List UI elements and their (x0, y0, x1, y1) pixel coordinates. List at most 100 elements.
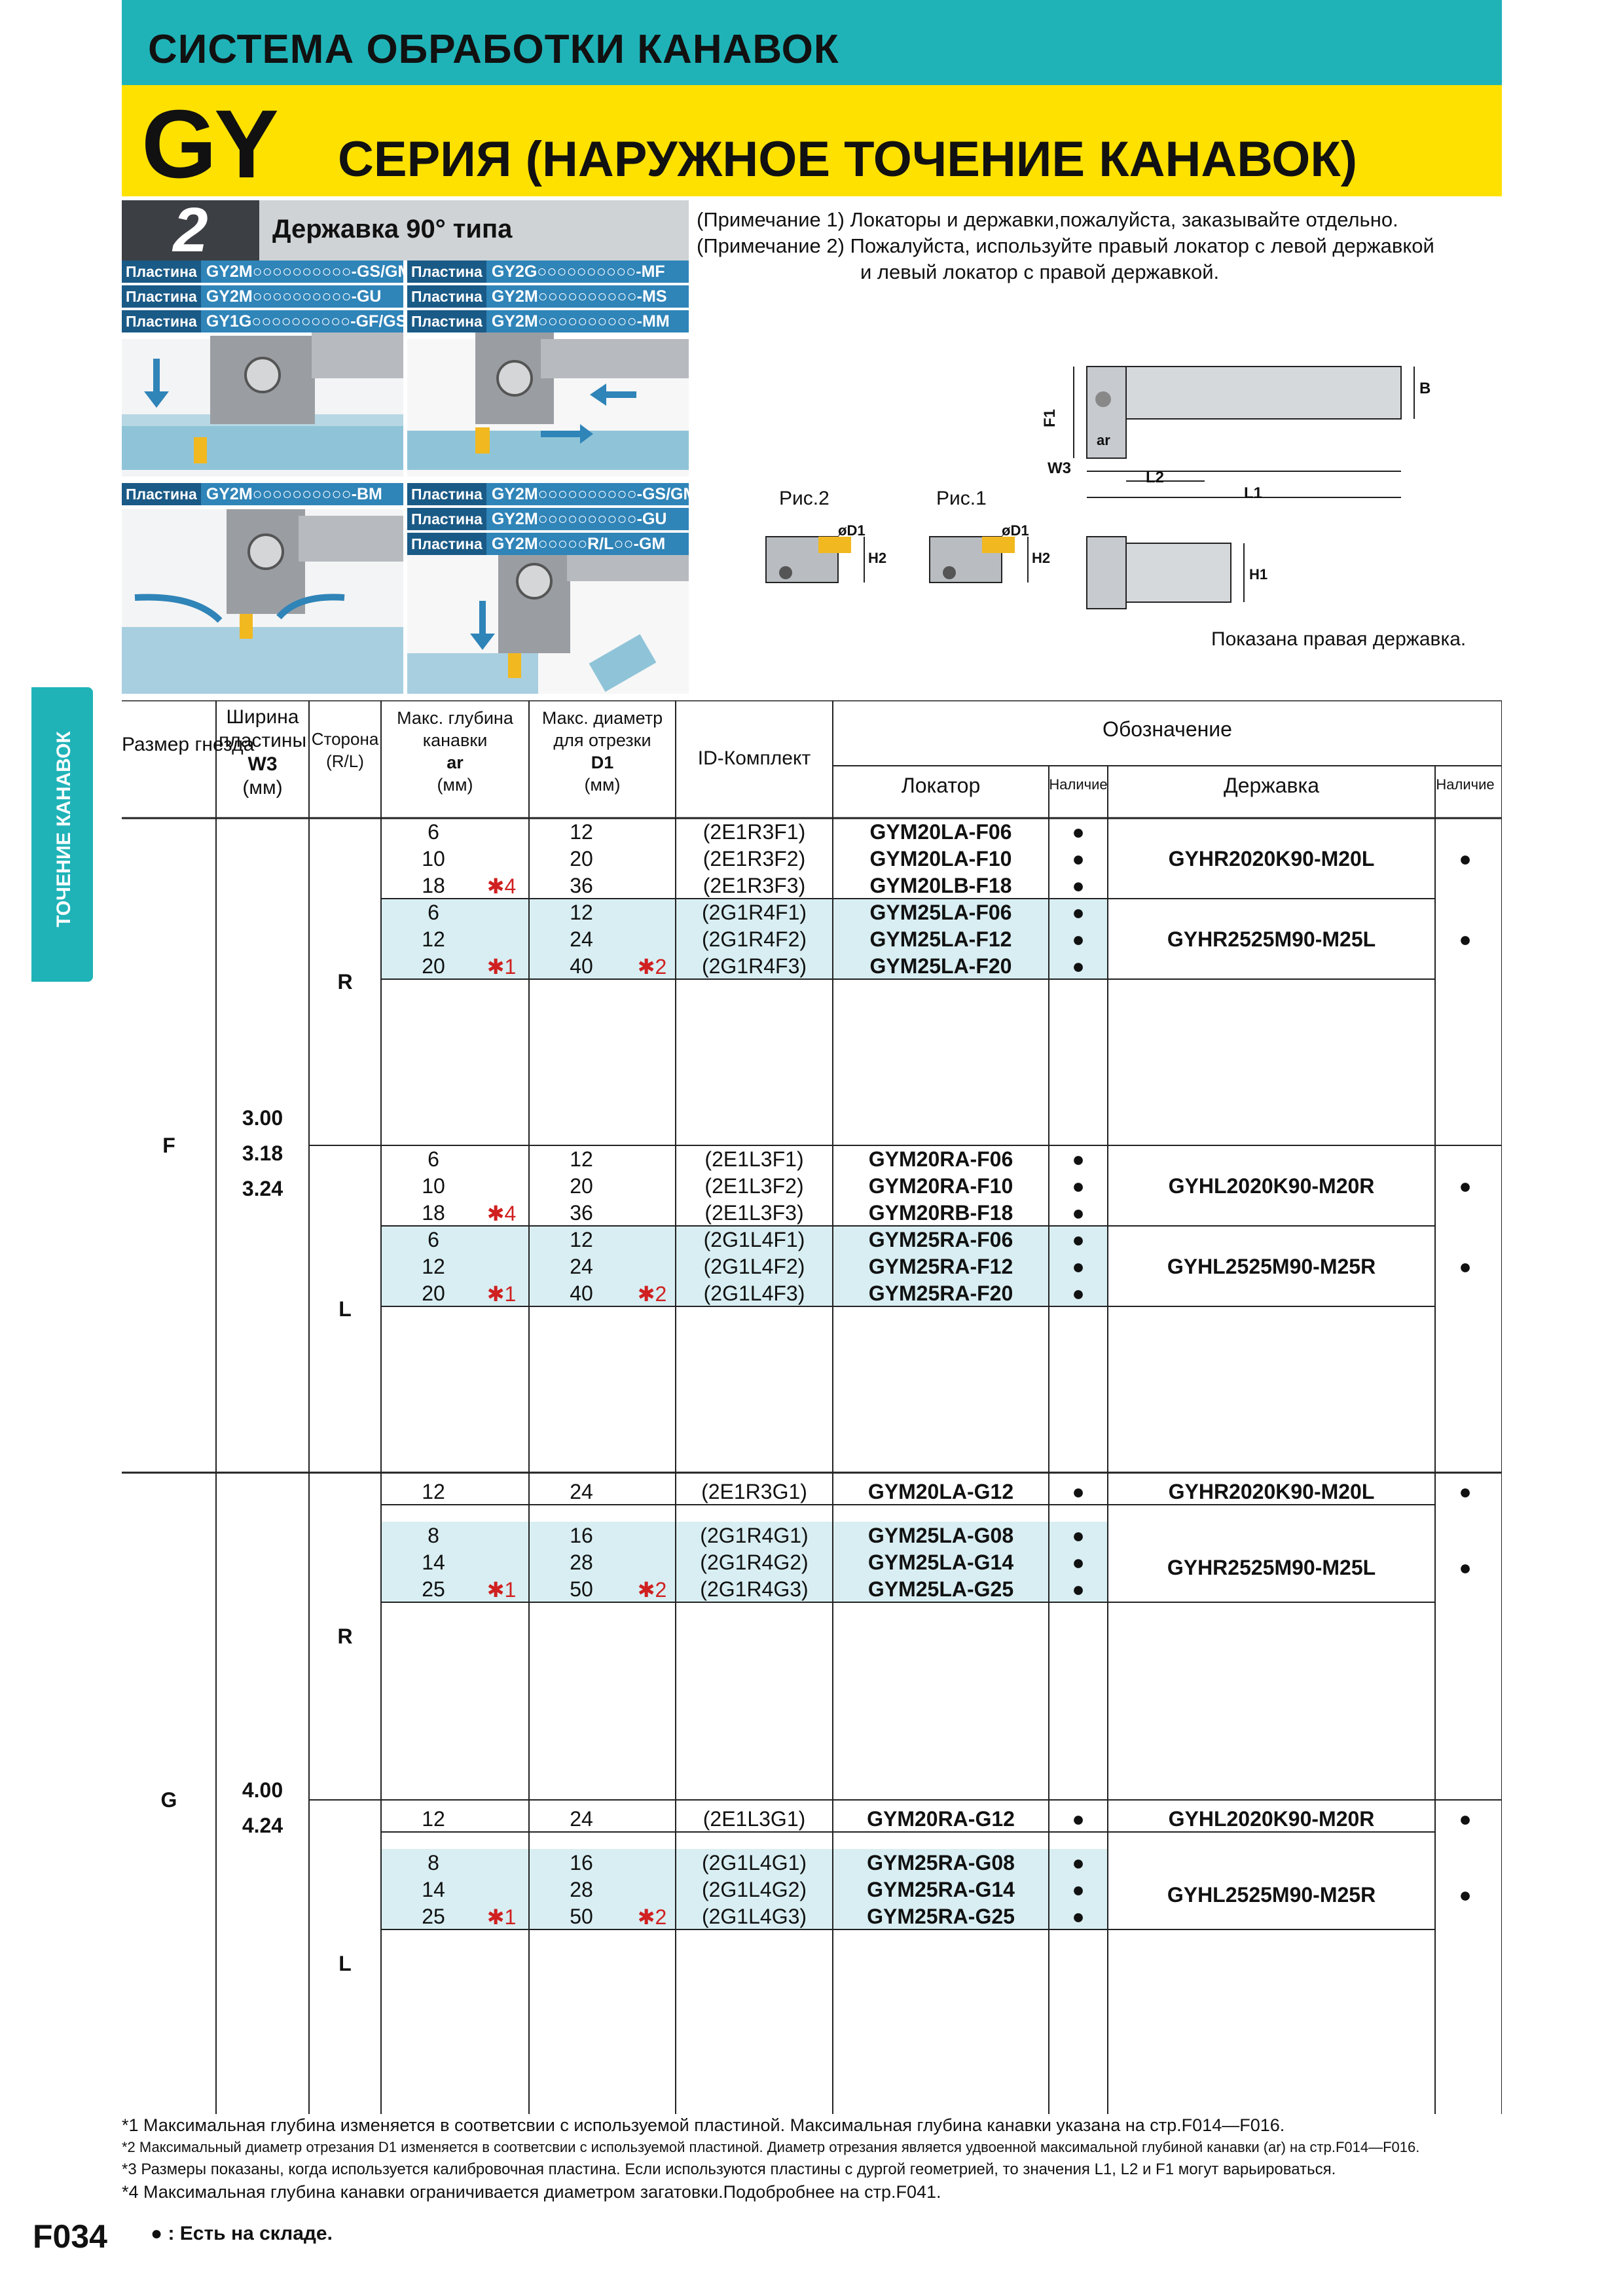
diam-value: 24 (570, 1255, 593, 1278)
dimension-drawing-art (765, 366, 1415, 609)
diam-value: 12 (570, 901, 593, 924)
table-grid (122, 700, 1502, 2114)
size-G: G (160, 1788, 177, 1812)
locator-stock-dot: ● (1072, 874, 1085, 897)
diam-value: 36 (570, 874, 593, 897)
footnote-3: *3 Размеры показаны, когда используется … (122, 2161, 1336, 2178)
locator-code: GYM20LB-F18 (869, 874, 1012, 897)
locator-stock-dot: ● (1072, 1282, 1085, 1305)
locator-stock-dot: ● (1072, 1147, 1085, 1171)
kit-code: (2G1R4F1) (701, 901, 807, 924)
depth-value: 10 (422, 847, 445, 870)
depth-value: 25 (422, 1905, 445, 1928)
footnote-4: *4 Максимальная глубина канавки ограничи… (122, 2182, 941, 2202)
side-L: L (338, 1297, 352, 1321)
kit-code: (2E1R3F1) (702, 820, 806, 844)
diam-value: 20 (570, 847, 593, 870)
kit-code: (2E1R3G1) (701, 1480, 807, 1503)
locator-code: GYM20RB-F18 (868, 1201, 1013, 1225)
dim-h2-fig1: H2 (1032, 550, 1051, 566)
depth-value: 18 (422, 874, 445, 897)
dimension-drawings: F1 B ar W3 L2 L1 øD1 H2 øD1 H2 H1 Рис.2 … (720, 340, 1506, 668)
side-tab: ТОЧЕНИЕ КАНАВОК (31, 687, 93, 982)
depth-value: 6 (428, 1228, 439, 1251)
locator-stock-dot: ● (1072, 1577, 1085, 1601)
locator-stock-dot: ● (1072, 1878, 1085, 1901)
kit-code: (2E1L3F1) (704, 1147, 804, 1171)
holder-code: GYHL2525M90-M25R (1167, 1882, 1376, 1907)
depth-value: 8 (428, 1851, 439, 1874)
stock-legend: ● : Есть на складе. (151, 2223, 333, 2244)
depth-value: 25 (422, 1577, 445, 1601)
locator-stock-dot: ● (1072, 847, 1085, 870)
depth-note: ✱4 (486, 1202, 517, 1225)
depth-note: ✱1 (486, 955, 517, 978)
locator-stock-dot: ● (1072, 1255, 1085, 1278)
locator-stock-dot: ● (1072, 1551, 1085, 1574)
width-value: 4.00 (242, 1778, 283, 1802)
notes: (Примечание 1) Локаторы и державки,пожал… (697, 207, 1508, 285)
locator-code: GYM20LA-F06 (869, 820, 1012, 844)
locator-stock-dot: ● (1072, 901, 1085, 924)
holder-stock-dot: ● (1459, 927, 1472, 951)
holder-stock-dot: ● (1459, 1254, 1472, 1278)
dim-f1: F1 (1041, 408, 1059, 428)
depth-note: ✱1 (486, 1905, 517, 1929)
depth-value: 8 (428, 1524, 439, 1547)
locator-stock-dot: ● (1072, 1480, 1085, 1503)
col-designation: Обозначение (1103, 717, 1232, 741)
holder-stock-dot: ● (1459, 1174, 1472, 1198)
side-R: R (337, 1624, 353, 1648)
col-size: Размер гнезда (122, 734, 255, 755)
dim-l1: L1 (1244, 484, 1263, 502)
locator-stock-dot: ● (1072, 1201, 1085, 1225)
locator-code: GYM25LA-G25 (867, 1577, 1014, 1601)
side-L: L (338, 1952, 352, 1975)
col-avail: Наличие (1049, 776, 1108, 793)
depth-value: 18 (422, 1201, 445, 1225)
diam-value: 16 (570, 1851, 593, 1874)
locator-stock-dot: ● (1072, 927, 1085, 951)
diam-value: 12 (570, 1228, 593, 1251)
locator-code: GYM25LA-G14 (867, 1551, 1014, 1574)
kit-code: (2G1L4F1) (703, 1228, 805, 1251)
page-number: F034 (33, 2218, 107, 2255)
fig1-label: Рис.1 (936, 488, 987, 509)
header-title: СИСТЕМА ОБРАБОТКИ КАНАВОК (148, 27, 839, 72)
header-title-bar: СИСТЕМА ОБРАБОТКИ КАНАВОК (122, 0, 1502, 85)
figure-caption: Показана правая державка. (1211, 628, 1467, 650)
kit-code: (2G1R4G3) (700, 1577, 809, 1601)
diam-value: 36 (570, 1201, 593, 1225)
locator-stock-dot: ● (1072, 1905, 1085, 1928)
width-value: 3.18 (242, 1141, 283, 1165)
footnote-2: *2 Максимальный диаметр отрезания D1 изм… (122, 2139, 1420, 2155)
dim-l2: L2 (1146, 469, 1165, 486)
locator-code: GYM25RA-F20 (868, 1282, 1013, 1305)
holder-stock-dot: ● (1459, 846, 1472, 870)
diam-value: 20 (570, 1174, 593, 1198)
locator-code: GYM25RA-G25 (867, 1905, 1015, 1928)
holder-code: GYHR2525M90-M25L (1167, 1555, 1376, 1579)
dim-d1-fig2: øD1 (838, 522, 866, 539)
holder-stock-dot: ● (1459, 1882, 1472, 1907)
kit-code: (2G1L4G1) (701, 1851, 807, 1874)
locator-code: GYM25LA-F20 (869, 954, 1012, 978)
diam-value: 24 (570, 927, 593, 951)
note-2: (Примечание 2) Пожалуйста, используйте п… (697, 234, 1434, 257)
diam-value: 28 (570, 1551, 593, 1574)
locator-stock-dot: ● (1072, 820, 1085, 844)
diam-value: 12 (570, 820, 593, 844)
diam-value: 50 (570, 1905, 593, 1928)
depth-value: 6 (428, 1147, 439, 1171)
machining-diagram-art (122, 332, 689, 694)
type-number: 2 (122, 199, 259, 262)
depth-value: 6 (428, 820, 439, 844)
